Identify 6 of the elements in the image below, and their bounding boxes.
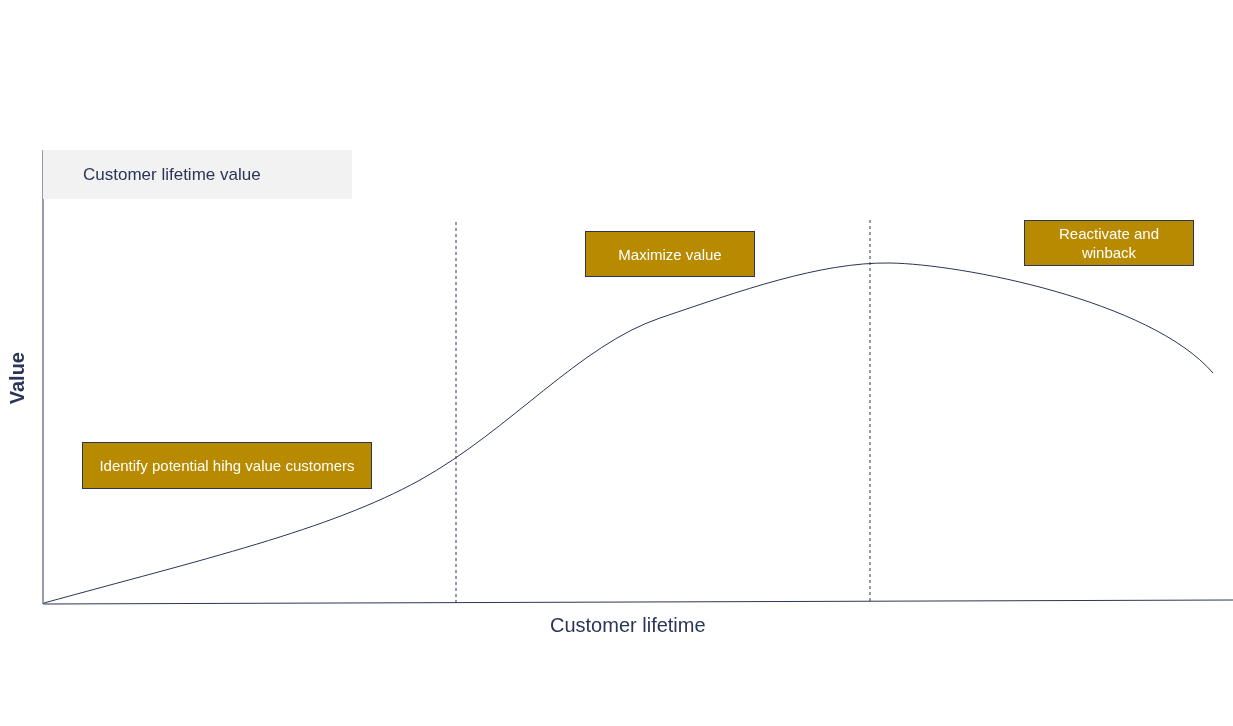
header-band: Customer lifetime value [43,150,352,199]
axis-label: Value [6,352,29,405]
stage-box: Reactivate and winback [1024,220,1194,266]
stage-box: Maximize value [585,231,755,277]
axis-label: Customer lifetime [550,614,706,637]
stage-box: Identify potential hihg value customers [82,442,372,489]
